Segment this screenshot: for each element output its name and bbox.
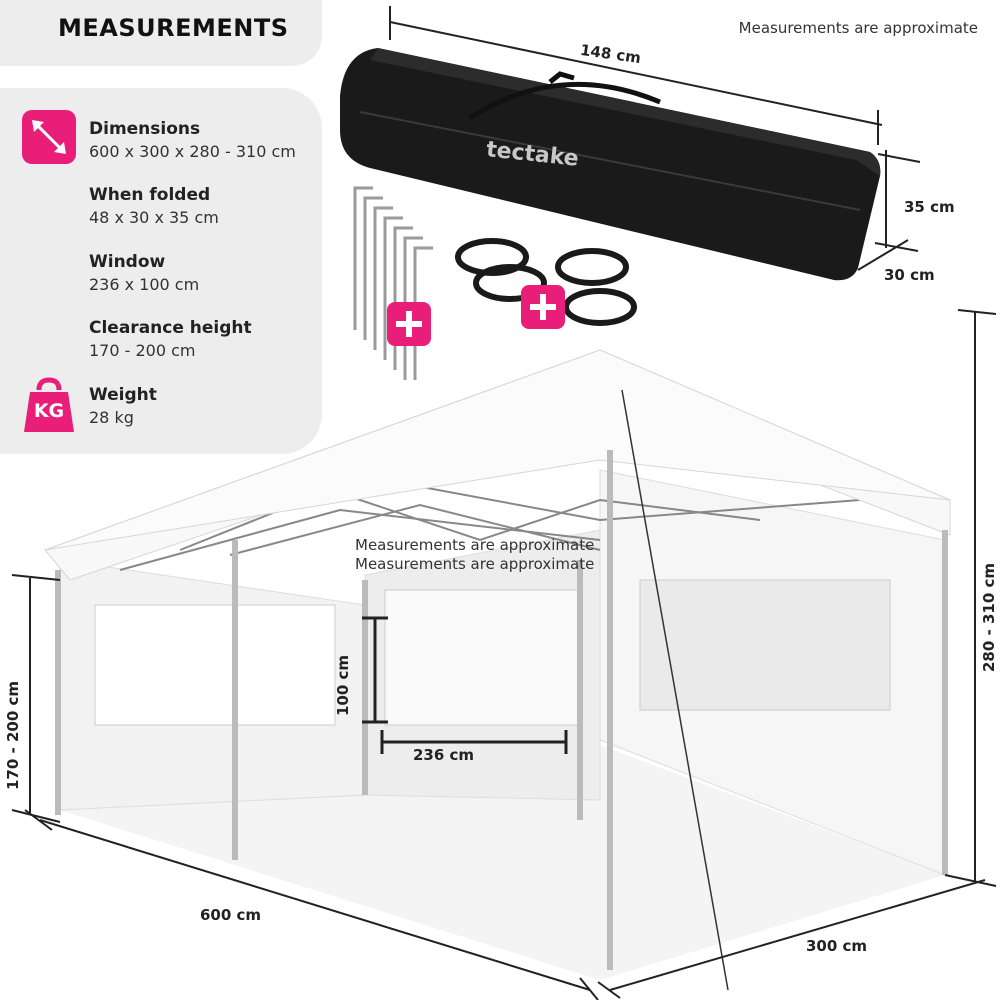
spec-label-dimensions: Dimensions xyxy=(89,119,201,139)
guy-ropes-illustration xyxy=(455,238,637,326)
plus-icon xyxy=(387,302,431,346)
overlay-note-1: Measurements are approximate xyxy=(355,536,595,554)
window-height-label: 100 cm xyxy=(334,654,352,716)
kg-icon-text: KG xyxy=(33,400,65,422)
bag-height-label: 35 cm xyxy=(904,198,955,216)
spec-label-weight: Weight xyxy=(89,385,157,405)
spec-value-dimensions: 600 x 300 x 280 - 310 cm xyxy=(89,142,296,161)
spec-label-window: Window xyxy=(89,252,166,272)
spec-label-folded: When folded xyxy=(89,185,211,205)
spec-value-clearance: 170 - 200 cm xyxy=(89,341,196,360)
approximate-note: Measurements are approximate xyxy=(738,19,978,37)
spec-value-window: 236 x 100 cm xyxy=(89,275,200,294)
diagonal-arrow-icon xyxy=(22,110,76,164)
carry-bag-illustration xyxy=(340,6,921,281)
tent-length-label: 600 cm xyxy=(200,906,262,924)
window-width-label: 236 cm xyxy=(413,746,475,764)
gazebo-tent-illustration xyxy=(11,309,997,1000)
plus-icon xyxy=(521,285,565,329)
weight-kg-icon: KG xyxy=(22,376,76,434)
page-title: MEASUREMENTS xyxy=(58,14,289,42)
bag-depth-label: 30 cm xyxy=(884,266,935,284)
clearance-height-label: 170 - 200 cm xyxy=(4,680,22,790)
overlay-note-2: Measurements are approximate xyxy=(355,555,595,573)
spec-value-weight: 28 kg xyxy=(89,408,134,427)
tent-height-label: 280 - 310 cm xyxy=(980,562,998,672)
spec-value-folded: 48 x 30 x 35 cm xyxy=(89,208,219,227)
spec-label-clearance: Clearance height xyxy=(89,318,252,338)
tent-width-label: 300 cm xyxy=(806,937,868,955)
title-banner xyxy=(0,0,322,66)
